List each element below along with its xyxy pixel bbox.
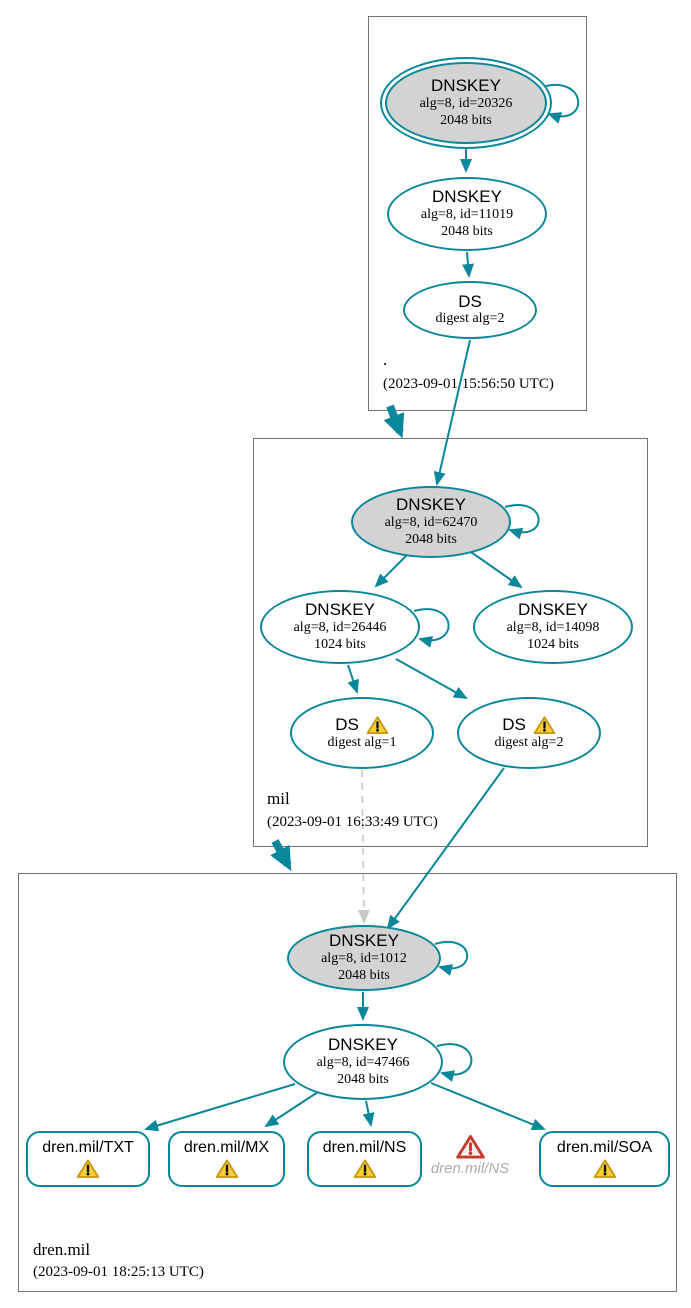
node-bits: 2048 bits [440,112,492,128]
node-alg-id: alg=8, id=1012 [321,950,407,966]
warning-triangle-icon [533,715,556,734]
rrset-node-dren-mil-txt[interactable]: dren.mil/TXT [26,1131,150,1187]
node-alg-id: alg=8, id=20326 [419,95,513,111]
node-digest: digest alg=2 [435,311,505,327]
zone-name-dren-mil: dren.mil [33,1240,91,1259]
node-alg-id: alg=8, id=11019 [420,206,514,222]
dnskey-node-root-ksk-inner: DNSKEY alg=8, id=20326 2048 bits [385,62,547,144]
zone-name-mil: mil [267,789,290,808]
warning-triangle-icon [353,1159,376,1178]
node-type: DNSKEY [329,931,399,951]
rrset-node-dren-mil-ns[interactable]: dren.mil/NS [307,1131,422,1187]
zone-timestamp-dren-mil: (2023-09-01 18:25:13 UTC) [33,1264,204,1280]
node-alg-id: alg=8, id=26446 [293,619,387,635]
node-type: DS [458,291,482,311]
rrset-label: dren.mil/NS [322,1139,407,1156]
node-type: DNSKEY [432,187,502,207]
warning-triangle-icon [366,715,389,734]
rrset-label: dren.mil/MX [183,1139,270,1156]
dnskey-node-mil-zsk-14098[interactable]: DNSKEY alg=8, id=14098 1024 bits [473,590,633,664]
dnskey-node-root-ksk[interactable]: DNSKEY alg=8, id=20326 2048 bits [380,57,552,149]
node-bits: 2048 bits [441,223,493,239]
rrset-label: dren.mil/TXT [42,1139,134,1156]
error-node-label: dren.mil/NS [430,1160,510,1177]
node-alg-id: alg=8, id=62470 [384,514,478,530]
dnskey-node-root-zsk[interactable]: DNSKEY alg=8, id=11019 2048 bits [387,177,547,251]
rrset-node-dren-mil-mx[interactable]: dren.mil/MX [168,1131,285,1187]
node-digest: digest alg=2 [494,734,564,750]
node-type: DNSKEY [396,495,466,515]
dnskey-node-mil-zsk-26446[interactable]: DNSKEY alg=8, id=26446 1024 bits [260,590,420,664]
zone-name-root: . [383,350,388,369]
zone-timestamp-mil: (2023-09-01 16:33:49 UTC) [267,814,438,830]
ds-node-mil-digest1[interactable]: DS digest alg=1 [290,697,434,769]
warning-triangle-icon [593,1159,616,1178]
zone-box-root [368,16,587,411]
warning-triangle-icon [215,1159,238,1178]
error-triangle-icon [455,1135,485,1159]
zone-timestamp-root: (2023-09-01 15:56:50 UTC) [383,376,554,392]
node-bits: 2048 bits [337,1071,389,1087]
node-type: DS [335,714,359,734]
dnskey-node-dren-ksk[interactable]: DNSKEY alg=8, id=1012 2048 bits [287,925,441,991]
node-digest: digest alg=1 [327,734,397,750]
dnskey-node-dren-zsk[interactable]: DNSKEY alg=8, id=47466 2048 bits [283,1024,443,1100]
node-bits: 2048 bits [338,967,390,983]
node-bits: 2048 bits [405,531,457,547]
node-bits: 1024 bits [527,636,579,652]
ds-node-mil-digest2[interactable]: DS digest alg=2 [457,697,601,769]
node-type: DNSKEY [328,1035,398,1055]
rrset-label: dren.mil/SOA [556,1139,653,1156]
error-node-dren-mil-ns[interactable]: dren.mil/NS [428,1134,512,1177]
node-alg-id: alg=8, id=47466 [316,1054,410,1070]
node-bits: 1024 bits [314,636,366,652]
dnskey-node-mil-ksk[interactable]: DNSKEY alg=8, id=62470 2048 bits [351,486,511,558]
warning-triangle-icon [76,1159,100,1178]
zone-box-dren-mil [18,873,677,1292]
node-alg-id: alg=8, id=14098 [506,619,600,635]
ds-node-root[interactable]: DS digest alg=2 [403,281,537,339]
node-type: DNSKEY [431,76,501,96]
rrset-node-dren-mil-soa[interactable]: dren.mil/SOA [539,1131,670,1187]
node-type: DS [502,714,526,734]
node-type: DNSKEY [305,600,375,620]
node-type: DNSKEY [518,600,588,620]
